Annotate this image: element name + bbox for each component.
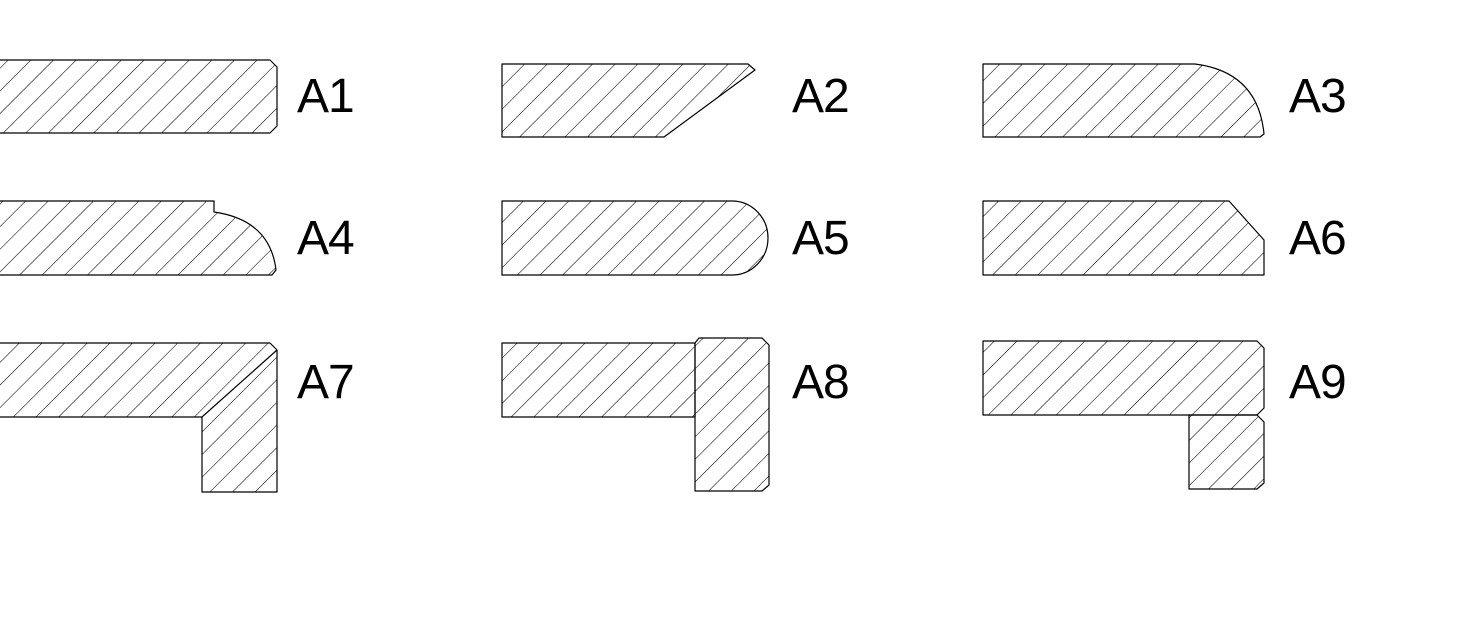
- profile-a1-label: A1: [297, 70, 354, 123]
- profile-a3-label: A3: [1289, 70, 1346, 123]
- profile-a4: A4: [0, 200, 355, 276]
- profile-a2: A2: [501, 63, 850, 138]
- profile-a9-slab: [982, 340, 1265, 416]
- profile-a7: A7: [0, 342, 355, 493]
- profile-a3: A3: [982, 63, 1347, 138]
- profile-a2-shape: [501, 63, 756, 138]
- profile-a9: A9: [982, 340, 1347, 490]
- profile-a8-apron: [694, 337, 770, 492]
- profile-a6: A6: [982, 200, 1347, 276]
- profile-a7-mitre-line: [201, 349, 278, 418]
- profile-a6-shape: [982, 200, 1265, 276]
- profile-a7-label: A7: [297, 356, 354, 409]
- profile-a5: A5: [501, 200, 850, 276]
- profile-a2-label: A2: [792, 70, 849, 123]
- profile-a8-label: A8: [792, 356, 849, 409]
- profile-a8-slab: [501, 342, 696, 418]
- profile-a8: A8: [501, 337, 850, 492]
- profile-a6-label: A6: [1289, 212, 1346, 265]
- profile-a4-shape: [0, 200, 277, 276]
- profile-a5-label: A5: [792, 212, 849, 265]
- profile-a4-label: A4: [297, 212, 354, 265]
- profile-a3-shape: [982, 63, 1265, 138]
- profile-a5-shape: [501, 200, 769, 276]
- profile-a1-shape: [0, 59, 278, 134]
- profile-a9-label: A9: [1289, 356, 1346, 409]
- profile-a1: A1: [0, 59, 355, 134]
- profile-a9-strip: [1188, 414, 1265, 490]
- profile-a7-shape: [0, 342, 278, 493]
